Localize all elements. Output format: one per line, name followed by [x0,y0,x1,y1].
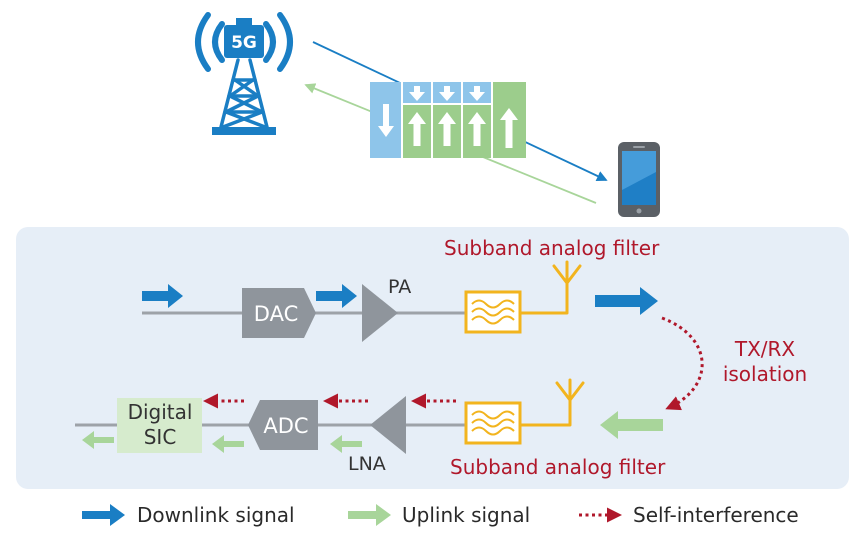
legend-downlink-swatch [82,504,125,526]
tower-badge-label: 5G [231,33,257,53]
arrow-down-icon [439,86,455,101]
pa-amplifier-icon [362,284,398,342]
legend-self-interference-label: Self-interference [633,503,799,527]
rx-filter-label: Subband analog filter [450,455,666,479]
rx-filter-icon [464,401,522,445]
tx-output-arrow [595,287,658,315]
digital-sic-block [117,398,202,453]
tx-filter-label: Subband analog filter [444,236,660,260]
legend: Downlink signal Uplink signal Self-inter… [82,503,799,527]
sic-label-line1: Digital [128,400,193,424]
arrow-down-icon [469,86,485,101]
isolation-label-line1: TX/RX [734,337,796,361]
adc-label: ADC [263,414,308,438]
cell-tower: 5G [195,12,293,135]
lna-amplifier-icon [370,396,406,454]
arrow-up-icon [468,112,486,146]
adc-to-sic-arrow [212,435,244,453]
radio-wave-icon [195,12,211,72]
pa-label: PA [388,276,411,298]
isolation-label-line2: isolation [723,362,807,386]
rx-antenna-icon [518,378,585,427]
tower-badge-box [224,25,264,58]
sic-output-arrow [82,431,114,449]
dac-block [242,288,316,338]
radio-wave-icon [212,21,225,63]
dac-label: DAC [254,302,298,326]
tx-antenna-icon [518,260,582,315]
arrow-up-icon [438,112,456,146]
dac-to-pa-arrow [316,284,357,308]
adc-block [248,400,318,450]
tx-filter-icon [464,290,522,334]
frame-structure [370,82,526,158]
smartphone-icon [618,142,660,217]
legend-uplink-label: Uplink signal [402,503,530,527]
arrow-up-icon [500,108,518,148]
tower-lattice [219,58,269,129]
rx-input-arrow [600,411,663,439]
lna-label: LNA [348,453,386,475]
radio-wave-icon [263,21,276,63]
sic-label-line2: SIC [144,425,177,449]
legend-downlink-label: Downlink signal [137,503,295,527]
arrow-up-icon [408,112,426,146]
arrow-down-icon [409,86,425,101]
lna-to-adc-arrow [330,435,362,453]
arrow-down-icon [378,104,394,137]
tx-input-arrow [142,284,183,308]
radio-wave-icon [277,12,293,72]
legend-uplink-swatch [348,504,391,526]
